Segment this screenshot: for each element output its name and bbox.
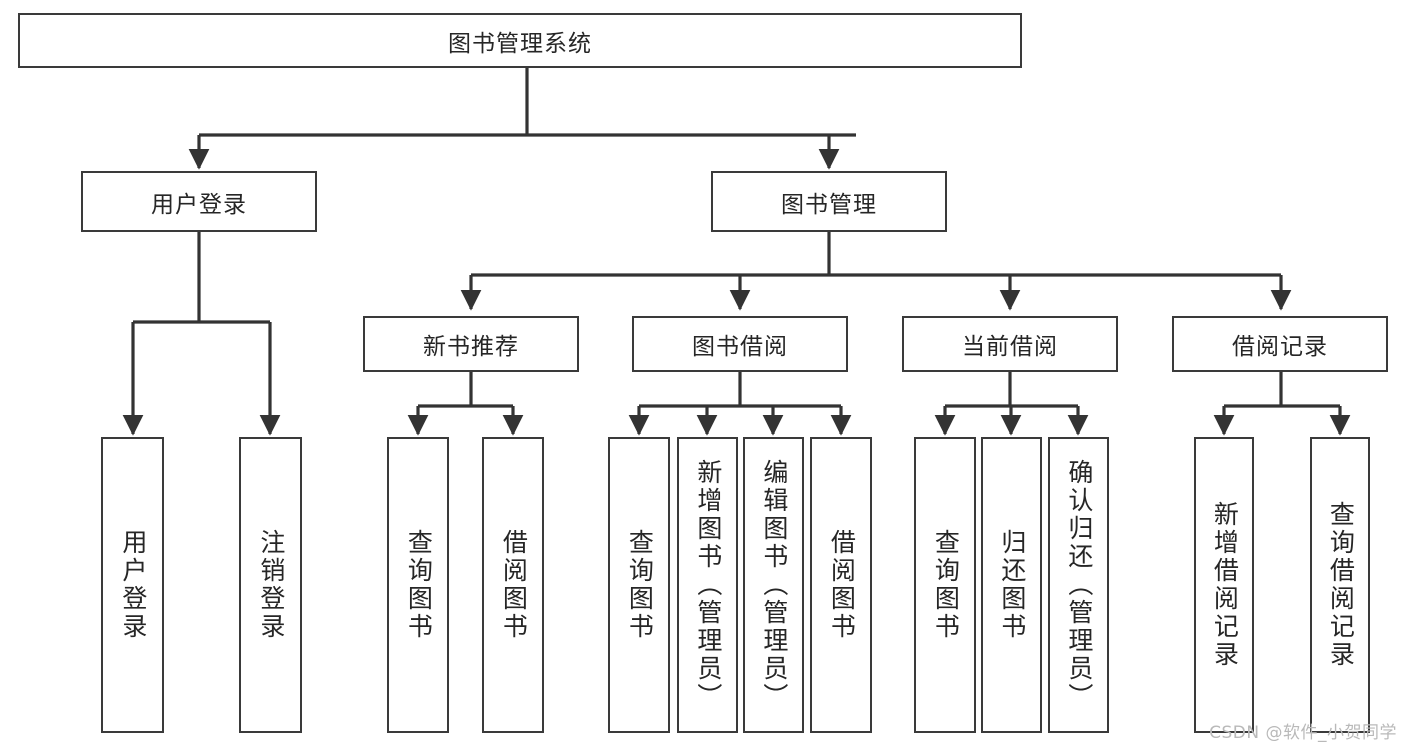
- node-leaf-borrow-book-1[interactable]: 借阅图书: [482, 437, 544, 733]
- node-leaf-query-book-1[interactable]: 查询图书: [387, 437, 449, 733]
- node-book-manage-label: 图书管理: [781, 191, 877, 218]
- node-leaf-user-login[interactable]: 用户登录: [101, 437, 164, 733]
- node-leaf-user-login-label: 用户登录: [118, 529, 148, 641]
- node-leaf-add-record[interactable]: 新增借阅记录: [1194, 437, 1254, 733]
- node-new-book-rec[interactable]: 新书推荐: [363, 316, 579, 372]
- node-leaf-edit-book-label: 编辑图书（管理员）: [759, 459, 789, 711]
- node-user-login[interactable]: 用户登录: [81, 171, 317, 232]
- node-book-borrow[interactable]: 图书借阅: [632, 316, 848, 372]
- node-leaf-borrow-book-2-label: 借阅图书: [827, 529, 857, 641]
- node-leaf-query-book-3-label: 查询图书: [931, 529, 961, 641]
- node-book-manage[interactable]: 图书管理: [711, 171, 947, 232]
- node-leaf-return-book-label: 归还图书: [997, 529, 1027, 641]
- node-borrow-record-label: 借阅记录: [1232, 334, 1328, 360]
- node-leaf-query-book-1-label: 查询图书: [404, 529, 434, 641]
- node-root[interactable]: 图书管理系统: [18, 13, 1022, 68]
- node-leaf-return-book[interactable]: 归还图书: [981, 437, 1042, 733]
- node-new-book-rec-label: 新书推荐: [423, 334, 519, 360]
- node-borrow-record[interactable]: 借阅记录: [1172, 316, 1388, 372]
- node-leaf-add-book[interactable]: 新增图书（管理员）: [677, 437, 738, 733]
- node-root-label: 图书管理系统: [448, 30, 592, 57]
- node-leaf-add-record-label: 新增借阅记录: [1210, 501, 1240, 669]
- node-leaf-query-book-3[interactable]: 查询图书: [914, 437, 976, 733]
- node-leaf-confirm-return[interactable]: 确认归还（管理员）: [1048, 437, 1109, 733]
- node-current-borrow[interactable]: 当前借阅: [902, 316, 1118, 372]
- node-book-borrow-label: 图书借阅: [692, 334, 788, 360]
- node-user-login-label: 用户登录: [151, 191, 247, 218]
- node-leaf-borrow-book-2[interactable]: 借阅图书: [810, 437, 872, 733]
- node-leaf-query-record-label: 查询借阅记录: [1326, 501, 1356, 669]
- node-leaf-query-record[interactable]: 查询借阅记录: [1310, 437, 1370, 733]
- node-leaf-edit-book[interactable]: 编辑图书（管理员）: [743, 437, 804, 733]
- node-leaf-query-book-2-label: 查询图书: [625, 529, 655, 641]
- node-leaf-query-book-2[interactable]: 查询图书: [608, 437, 670, 733]
- node-leaf-user-logout-label: 注销登录: [256, 529, 286, 641]
- node-current-borrow-label: 当前借阅: [962, 334, 1058, 360]
- node-leaf-confirm-return-label: 确认归还（管理员）: [1064, 459, 1094, 711]
- node-leaf-user-logout[interactable]: 注销登录: [239, 437, 302, 733]
- node-leaf-borrow-book-1-label: 借阅图书: [499, 529, 529, 641]
- node-leaf-add-book-label: 新增图书（管理员）: [693, 459, 723, 711]
- watermark-text: CSDN @软件_小贺同学: [1209, 723, 1397, 743]
